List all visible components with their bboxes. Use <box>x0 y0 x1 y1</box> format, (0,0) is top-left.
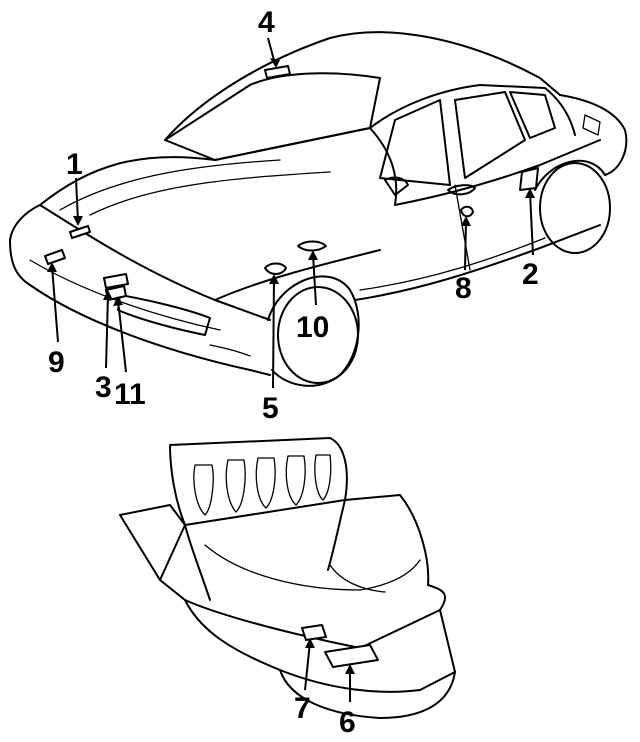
hood-edge <box>39 127 398 206</box>
label-5-decal <box>264 262 287 275</box>
fender-crease <box>214 249 381 301</box>
callout-numbers: 4 1 9 3 11 5 10 8 2 7 6 <box>48 6 539 739</box>
side-window-top <box>369 84 576 136</box>
hood-crease <box>59 159 281 211</box>
lid-rib-1 <box>193 464 214 516</box>
roof-outline <box>164 31 561 141</box>
label-3-decal <box>103 273 129 289</box>
car-illustration <box>9 31 628 387</box>
front-bumper <box>9 239 271 376</box>
rear-wheel <box>539 162 611 254</box>
trunk-lid <box>169 437 348 526</box>
fog-lamp <box>209 344 251 357</box>
beltline <box>394 139 601 206</box>
left-hinge <box>184 524 211 601</box>
rear-bumper-top <box>184 599 456 693</box>
lid-rib-3 <box>255 457 276 509</box>
spare-well <box>329 564 386 593</box>
windshield <box>164 72 381 161</box>
rear-door-window <box>454 91 526 179</box>
callout-10: 10 <box>296 311 329 344</box>
callout-1: 1 <box>66 148 83 181</box>
callout-2: 2 <box>522 258 539 291</box>
callout-4: 4 <box>258 6 275 39</box>
label-6-decal <box>324 644 379 668</box>
lid-rib-5 <box>314 454 332 501</box>
lid-rib-2 <box>225 459 246 513</box>
front-wheel-arch <box>267 275 360 387</box>
callout-11: 11 <box>114 378 146 411</box>
label-8-decal <box>460 205 474 218</box>
leaders <box>47 37 535 702</box>
left-quarter-panel <box>119 504 186 581</box>
right-hinge <box>327 499 346 571</box>
label-9-decal <box>44 249 66 265</box>
door-seam <box>454 184 471 271</box>
rear-end <box>559 94 628 176</box>
front-door-window <box>379 99 451 186</box>
callout-8: 8 <box>455 272 472 305</box>
label-1-decal <box>69 225 91 239</box>
callout-9: 9 <box>48 346 65 379</box>
label-4-decal <box>264 65 291 79</box>
body-side-molding <box>359 237 546 291</box>
label-2-decal <box>519 167 539 191</box>
label-7-decal <box>301 624 327 641</box>
callout-7: 7 <box>294 692 311 725</box>
rear-wheel-arch <box>534 159 606 191</box>
right-quarter-panel <box>344 494 430 586</box>
door-handle <box>447 184 476 196</box>
tail-lamp <box>582 114 601 136</box>
trunk-illustration <box>119 437 456 719</box>
front-wheel <box>277 286 359 384</box>
hood-crease-2 <box>89 171 331 216</box>
trunk-floor-inner <box>204 544 421 591</box>
callout-6: 6 <box>339 706 356 739</box>
callout-3: 3 <box>95 371 112 404</box>
headlamp <box>117 294 211 336</box>
callout-5: 5 <box>262 392 279 425</box>
front-edge <box>9 204 271 321</box>
side-mirror <box>384 176 409 196</box>
rocker-line <box>354 224 601 301</box>
rear-bumper <box>279 669 456 719</box>
lid-rib-4 <box>285 455 306 506</box>
label-10-decal <box>297 240 327 252</box>
quarter-window <box>509 91 556 139</box>
trunk-opening <box>159 579 447 649</box>
